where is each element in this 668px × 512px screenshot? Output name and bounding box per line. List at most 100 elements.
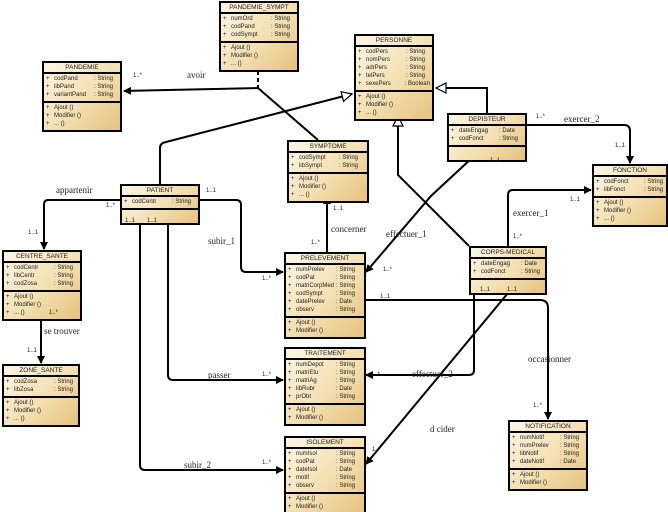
multiplicity: 1..1 bbox=[147, 218, 158, 224]
attribute-name: codSympt bbox=[231, 32, 258, 38]
multiplicity: 1..* bbox=[371, 372, 381, 378]
attribute-type: : String bbox=[336, 275, 356, 281]
class-fonction[interactable]: FONCTION+codFonct: String+libFonct: Stri… bbox=[592, 164, 668, 227]
attribute-type: : String bbox=[54, 387, 74, 393]
public-visibility-icon: + bbox=[451, 128, 455, 134]
public-visibility-icon: + bbox=[291, 163, 295, 169]
public-visibility-icon: + bbox=[288, 307, 292, 313]
attribute-row: +adrPers: String bbox=[358, 64, 430, 72]
attribute-type: : String bbox=[644, 179, 664, 185]
class-isolement[interactable]: ISOLEMENT+numIsol: String+codPat: String… bbox=[284, 436, 366, 512]
class-pandemie[interactable]: PANDEMIE+codPand: String+libPand: String… bbox=[42, 61, 122, 132]
method-row: +Modifier () bbox=[512, 479, 584, 487]
attributes-section: +dateEngag: Date+codFonct: String bbox=[449, 126, 525, 147]
attribute-name: codPat bbox=[296, 459, 315, 465]
method-row: +Ajout () bbox=[288, 495, 362, 503]
method-name: Ajout () bbox=[296, 320, 316, 326]
public-visibility-icon: + bbox=[512, 451, 516, 457]
method-row: +Modifier () bbox=[46, 112, 118, 120]
attribute-name: libCentr bbox=[14, 273, 35, 279]
class-pandemie-sympt[interactable]: PANDEMIE_SYMPT+numOrd: String+codPand: S… bbox=[219, 1, 299, 72]
link-exercer-1 bbox=[507, 186, 592, 246]
assoc-label-occasionner: occasionner bbox=[528, 354, 571, 364]
public-visibility-icon: + bbox=[596, 200, 600, 206]
method-row: +Ajout () bbox=[358, 93, 430, 101]
attribute-row: +numIsol: String bbox=[288, 450, 362, 458]
method-row: +... () bbox=[291, 191, 365, 199]
attributes-section: +codSympt: String+libSympt: String bbox=[289, 153, 367, 174]
attribute-row: +dateEngag: Date bbox=[473, 260, 543, 268]
multiplicity: 1..* bbox=[513, 234, 523, 240]
class-traitement[interactable]: TRAITEMENT+numDepot: String+matriEtu: St… bbox=[284, 347, 366, 426]
link-occasionner bbox=[365, 299, 552, 420]
attribute-name: codSympt bbox=[299, 155, 326, 161]
public-visibility-icon: + bbox=[223, 24, 227, 30]
public-visibility-icon: + bbox=[358, 57, 362, 63]
attribute-name: dateNotif bbox=[520, 459, 545, 465]
methods-section: +Ajout ()+Modifier () bbox=[510, 470, 586, 489]
attribute-row: +codZosa: String bbox=[6, 378, 76, 386]
method-name: Ajout () bbox=[366, 94, 386, 100]
method-name: Modifier () bbox=[296, 328, 324, 334]
public-visibility-icon: + bbox=[223, 32, 227, 38]
method-name: Ajout () bbox=[54, 105, 74, 111]
attribute-type: : String bbox=[336, 267, 356, 273]
class-zone-sante[interactable]: ZONE_SANTE+codZosa: String+libZosa: Stri… bbox=[2, 364, 80, 427]
multiplicity: 1..* bbox=[536, 114, 546, 120]
public-visibility-icon: + bbox=[223, 61, 227, 67]
public-visibility-icon: + bbox=[288, 496, 292, 502]
multiplicity: 1..* bbox=[383, 267, 393, 273]
attribute-name: codCentr bbox=[132, 199, 157, 205]
attribute-row: +codPand: String bbox=[223, 23, 295, 31]
attribute-row: +libFonct: String bbox=[596, 186, 664, 194]
method-row: +Modifier () bbox=[358, 101, 430, 109]
class-corps-medical[interactable]: CORPS-MEDICAL+dateEngag: Date+codFonct: … bbox=[469, 246, 547, 295]
attribute-type: : Date bbox=[336, 299, 353, 305]
public-visibility-icon: + bbox=[288, 275, 292, 281]
attribute-row: +codPat: String bbox=[288, 274, 362, 282]
class-notification[interactable]: NOTIFICATION+numNotif: String+numPrelev:… bbox=[508, 420, 588, 491]
public-visibility-icon: + bbox=[6, 379, 10, 385]
public-visibility-icon: + bbox=[358, 65, 362, 71]
attribute-row: +numPrelev: String bbox=[288, 266, 362, 274]
method-row: +... () bbox=[223, 60, 295, 68]
attribute-type: : String bbox=[336, 483, 356, 489]
method-row: +Ajout () bbox=[46, 104, 118, 112]
method-row: +Modifier () bbox=[6, 301, 78, 309]
multiplicity: 1..* bbox=[262, 372, 272, 378]
attribute-row: +codPers: String bbox=[358, 48, 430, 56]
link-avoir-symptome bbox=[257, 87, 319, 141]
multiplicity: 1..1 bbox=[380, 294, 391, 300]
attribute-type: : Date bbox=[560, 459, 577, 465]
attribute-type: : String bbox=[54, 281, 74, 287]
class-symptome[interactable]: SYMPTOME+codSympt: String+libSympt: Stri… bbox=[287, 140, 369, 203]
attribute-row: +libCentr: String bbox=[6, 272, 78, 280]
public-visibility-icon: + bbox=[6, 273, 10, 279]
public-visibility-icon: + bbox=[223, 53, 227, 59]
class-patient[interactable]: PATIENT+codCentr: String bbox=[120, 184, 200, 225]
method-name: ... () bbox=[14, 310, 25, 316]
attribute-name: codZosa bbox=[14, 379, 38, 385]
class-personne[interactable]: PERSONNE+codPers: String+nomPers: String… bbox=[354, 34, 434, 121]
attribute-name: telPers bbox=[366, 73, 385, 79]
public-visibility-icon: + bbox=[223, 16, 227, 22]
class-depisteur[interactable]: DEPISTEUR+dateEngag: Date+codFonct: Stri… bbox=[447, 113, 527, 162]
method-name: Modifier () bbox=[296, 415, 324, 421]
methods-section: +Ajout ()+Modifier ()+... () bbox=[221, 43, 297, 70]
class-prelevement[interactable]: PRELEVEMENT+numPrelev: String+codPat: St… bbox=[284, 252, 366, 339]
public-visibility-icon: + bbox=[46, 76, 50, 82]
method-name: Modifier () bbox=[54, 113, 82, 119]
attribute-type: : String bbox=[336, 307, 356, 313]
public-visibility-icon: + bbox=[451, 136, 455, 142]
methods-section: +Ajout ()+Modifier ()+... () bbox=[594, 198, 666, 225]
method-row: +Modifier () bbox=[596, 207, 664, 215]
link-inherit-patient bbox=[159, 94, 352, 184]
multiplicity: 1..* bbox=[311, 240, 321, 246]
attribute-name: observ bbox=[296, 307, 315, 313]
public-visibility-icon: + bbox=[596, 208, 600, 214]
attribute-row: +codPand: String bbox=[46, 75, 118, 83]
public-visibility-icon: + bbox=[288, 267, 292, 273]
class-name: CENTRE_SANTE bbox=[4, 252, 80, 263]
class-centre-sante[interactable]: CENTRE_SANTE+codCentr: String+libCentr: … bbox=[2, 250, 82, 321]
class-name: ZONE_SANTE bbox=[4, 366, 78, 377]
